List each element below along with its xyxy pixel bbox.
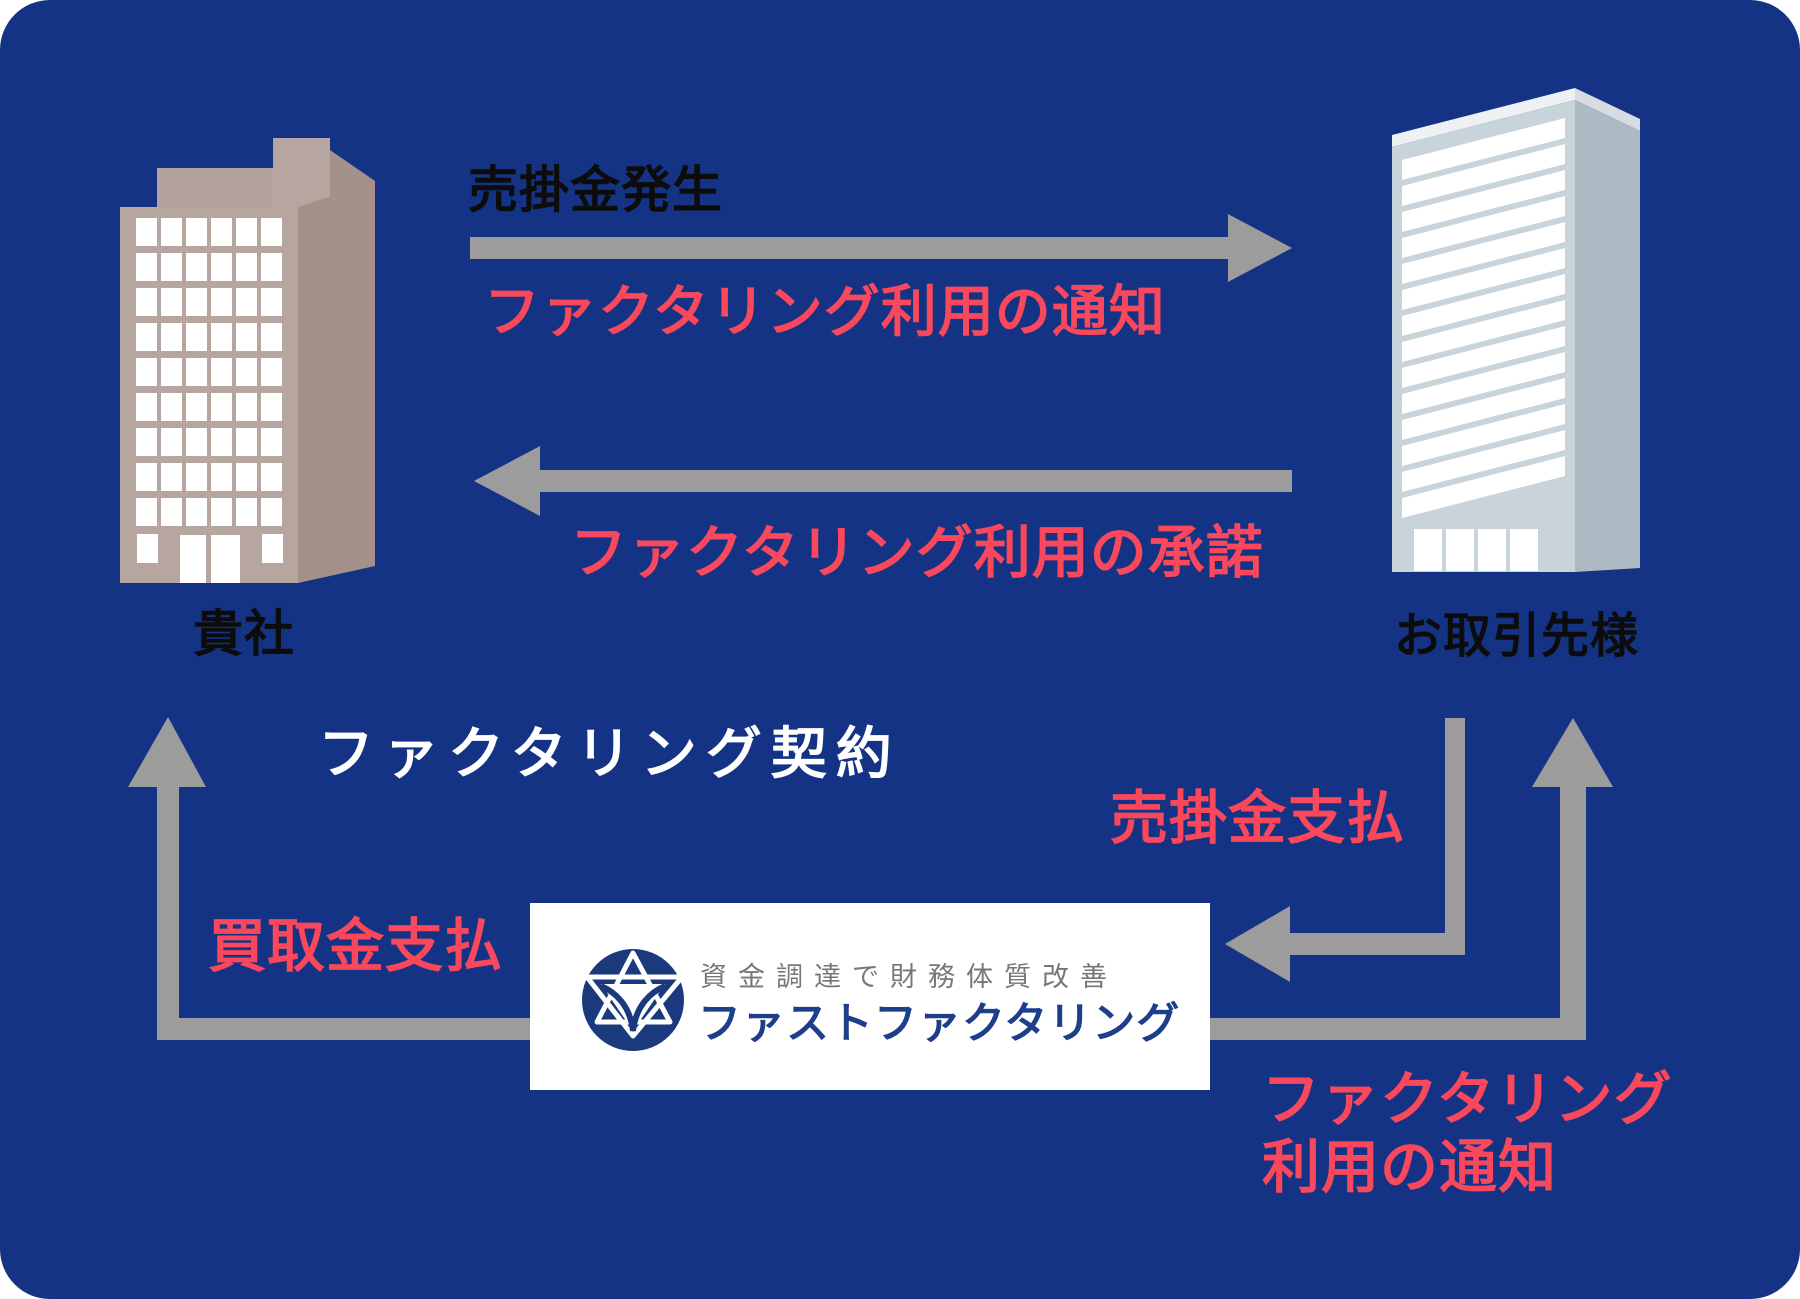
consent-arrow	[474, 446, 1292, 516]
factoring-use-notice-bottom-line1: ファクタリング	[1262, 1065, 1673, 1133]
factoring-use-notice-label: ファクタリング利用の通知	[484, 280, 1166, 345]
factoring-use-notice-bottom-label: ファクタリング 利用の通知	[1262, 1065, 1673, 1202]
receivable-payment-label: 売掛金支払	[1110, 784, 1406, 852]
client-building-icon	[1392, 88, 1640, 572]
receivable-created-label: 売掛金発生	[468, 161, 723, 219]
factoring-contract-label: ファクタリング契約	[318, 722, 901, 787]
factoring-company-name: ファストファクタリング	[698, 999, 1181, 1049]
client-label: お取引先様	[1394, 608, 1640, 664]
purchase-payment-label: 買取金支払	[208, 912, 504, 980]
your-company-label: 貴社	[193, 605, 295, 663]
factoring-use-consent-label: ファクタリング利用の承諾	[570, 520, 1264, 586]
factoring-company-card: 資金調達で財務体質改善 ファストファクタリング	[530, 903, 1210, 1090]
your-company-building-icon	[120, 138, 375, 583]
receivable-notice-arrow	[470, 214, 1292, 282]
factoring-company-tagline: 資金調達で財務体質改善	[700, 962, 1118, 993]
receivable-payment-arrow	[1225, 718, 1465, 982]
factoring-use-notice-bottom-line2: 利用の通知	[1262, 1132, 1558, 1201]
fast-factoring-logo-icon	[582, 949, 685, 1051]
